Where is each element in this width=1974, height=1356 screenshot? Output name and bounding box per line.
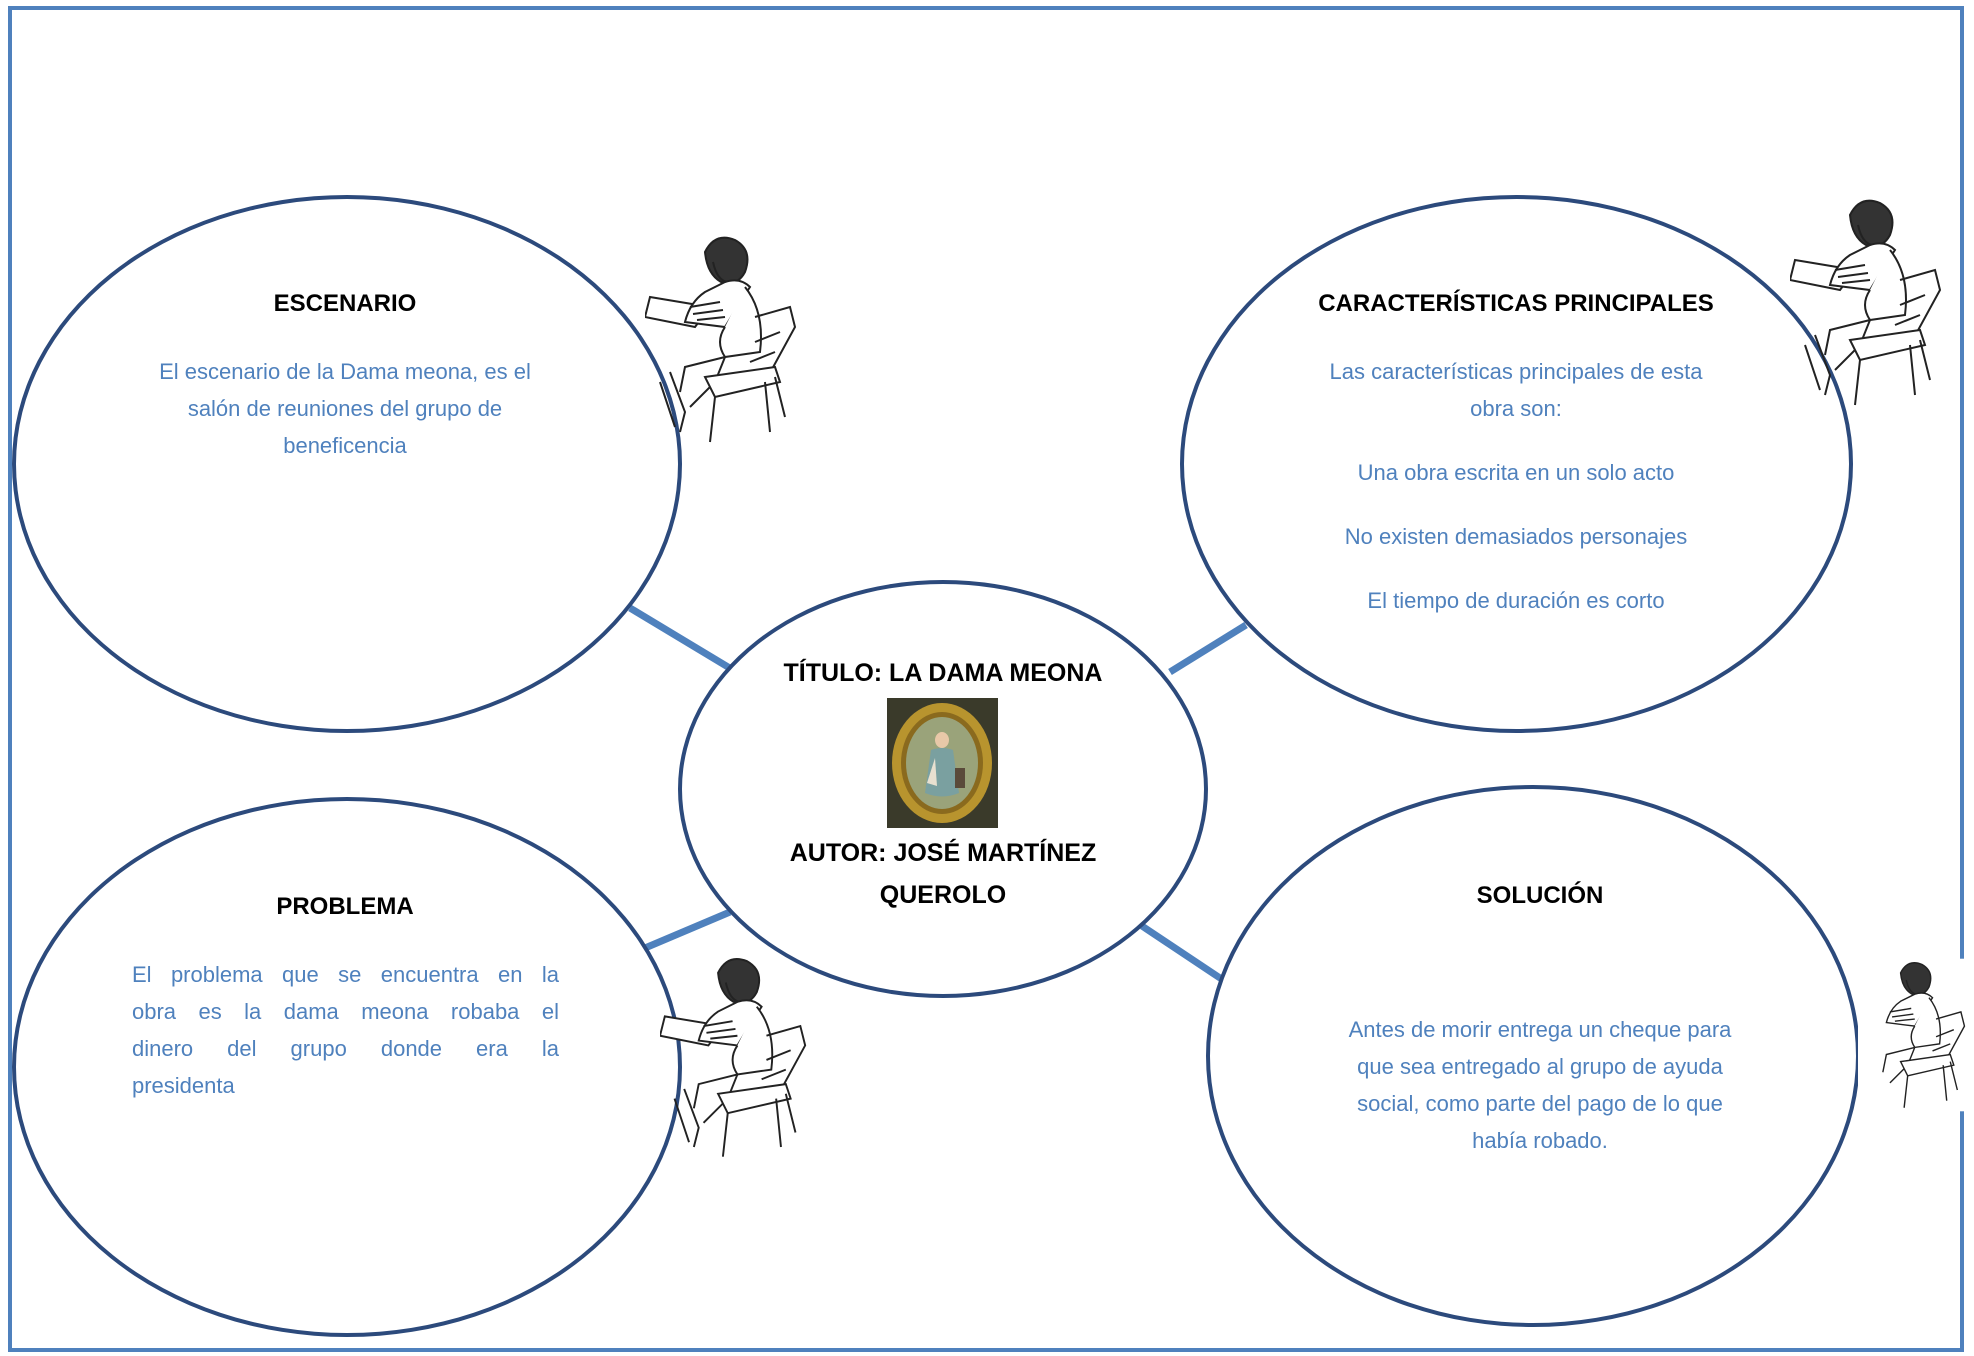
caracteristicas-item: No existen demasiados personajes <box>1344 524 1688 549</box>
escenario-ellipse <box>12 195 682 733</box>
center-author: AUTOR: JOSÉ MARTÍNEZ QUEROLO <box>743 832 1143 916</box>
problema-line: dinero del grupo donde era la <box>132 1036 559 1061</box>
caracteristicas-intro-line: obra son: <box>1470 396 1562 421</box>
portrait-painting-icon <box>887 698 998 828</box>
solucion-line: había robado. <box>1472 1128 1608 1153</box>
student-at-desk-icon <box>1790 199 1942 406</box>
solucion-text: Antes de morir entrega un cheque para qu… <box>1290 1011 1790 1159</box>
problema-text: El problema que se encuentra en la obra … <box>132 956 559 1104</box>
problema-heading: PROBLEMA <box>276 893 414 920</box>
problema-line: presidenta <box>132 1073 235 1098</box>
caracteristicas-text: Las características principales de esta … <box>1266 353 1766 619</box>
student-at-desk-icon <box>1858 958 1968 1112</box>
center-author-line: QUEROLO <box>879 881 1007 909</box>
escenario-line: beneficencia <box>283 433 407 458</box>
connector-problema <box>643 908 732 952</box>
center-title: TÍTULO: LA DAMA MEONA <box>783 659 1103 687</box>
problema-line: El problema que se encuentra en la <box>132 962 559 987</box>
connector-escenario <box>628 605 735 673</box>
problema-line: obra es la dama meona robaba el <box>132 999 559 1024</box>
solucion-line: social, como parte del pago de lo que <box>1357 1091 1723 1116</box>
escenario-line: salón de reuniones del grupo de <box>187 396 503 421</box>
escenario-text: El escenario de la Dama meona, es el sal… <box>100 353 590 464</box>
student-at-desk-icon <box>645 236 797 443</box>
connector-solucion <box>1140 923 1228 985</box>
problema-ellipse <box>12 797 682 1337</box>
connector-caracteristicas <box>1168 622 1248 675</box>
caracteristicas-intro-line: Las características principales de esta <box>1329 359 1703 384</box>
solucion-line: Antes de morir entrega un cheque para <box>1348 1017 1732 1042</box>
solucion-heading: SOLUCIÓN <box>1476 882 1604 909</box>
caracteristicas-heading: CARACTERÍSTICAS PRINCIPALES <box>1318 290 1714 317</box>
page-frame <box>8 6 1964 1352</box>
escenario-heading: ESCENARIO <box>273 290 417 317</box>
caracteristicas-item: El tiempo de duración es corto <box>1367 588 1665 613</box>
solucion-line: que sea entregado al grupo de ayuda <box>1357 1054 1723 1079</box>
escenario-line: El escenario de la Dama meona, es el <box>159 359 531 384</box>
caracteristicas-item: Una obra escrita en un solo acto <box>1357 460 1675 485</box>
caracteristicas-ellipse <box>1180 195 1853 733</box>
student-at-desk-icon <box>660 958 807 1157</box>
center-author-line: AUTOR: JOSÉ MARTÍNEZ <box>789 839 1097 867</box>
